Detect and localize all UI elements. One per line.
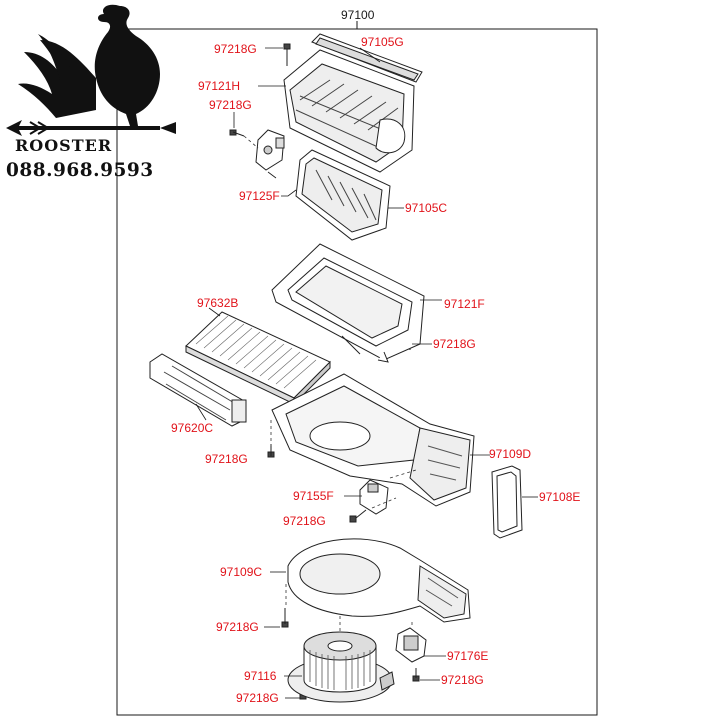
- assembly-number-label: 97100: [341, 8, 375, 22]
- part-97620c: [149, 353, 247, 427]
- label-97632b: 97632B: [197, 296, 239, 310]
- label-97155f: 97155F: [293, 489, 334, 503]
- label-97116: 97116: [244, 669, 277, 683]
- label-97109d: 97109D: [489, 447, 532, 461]
- brand-phone: 088.968.9593: [6, 160, 154, 181]
- label-97218g-relay: 97218G: [441, 673, 484, 687]
- label-97218g-upper: 97218G: [209, 98, 252, 112]
- part-97176e: [395, 627, 427, 663]
- label-97125f: 97125F: [239, 189, 280, 203]
- label-97121f: 97121F: [444, 297, 485, 311]
- part-97125f: [255, 129, 285, 171]
- label-97105c: 97105C: [405, 201, 448, 215]
- label-97218g-top: 97218G: [214, 42, 257, 56]
- label-97218g-frame: 97218G: [433, 337, 476, 351]
- part-97108e: [491, 465, 523, 539]
- label-97218g-motor: 97218G: [236, 691, 279, 705]
- part-97109d: [271, 373, 475, 507]
- label-97176e: 97176E: [447, 649, 489, 663]
- brand-name: ROOSTER: [15, 136, 113, 155]
- label-97218g-scroll: 97218G: [216, 620, 259, 634]
- label-97620c: 97620C: [171, 421, 214, 435]
- part-97121h: [283, 49, 415, 173]
- assembly-guides: [243, 135, 417, 632]
- part-97109c: [287, 538, 471, 623]
- label-97108e: 97108E: [539, 490, 581, 504]
- label-97105g: 97105G: [361, 35, 404, 49]
- part-97116: [287, 631, 395, 703]
- label-97109c: 97109C: [220, 565, 263, 579]
- part-97105g: [311, 33, 423, 83]
- assembly-frame: [116, 21, 598, 716]
- part-97632b: [185, 311, 331, 406]
- part-97121f: [271, 243, 425, 363]
- label-97121h: 97121H: [198, 79, 241, 93]
- part-97155f: [359, 479, 389, 515]
- leader-lines: [195, 47, 538, 699]
- part-97105c: [295, 149, 391, 241]
- label-97218g-resistor: 97218G: [283, 514, 326, 528]
- rooster-weathervane-icon: [6, 4, 176, 136]
- label-97218g-housing: 97218G: [205, 452, 248, 466]
